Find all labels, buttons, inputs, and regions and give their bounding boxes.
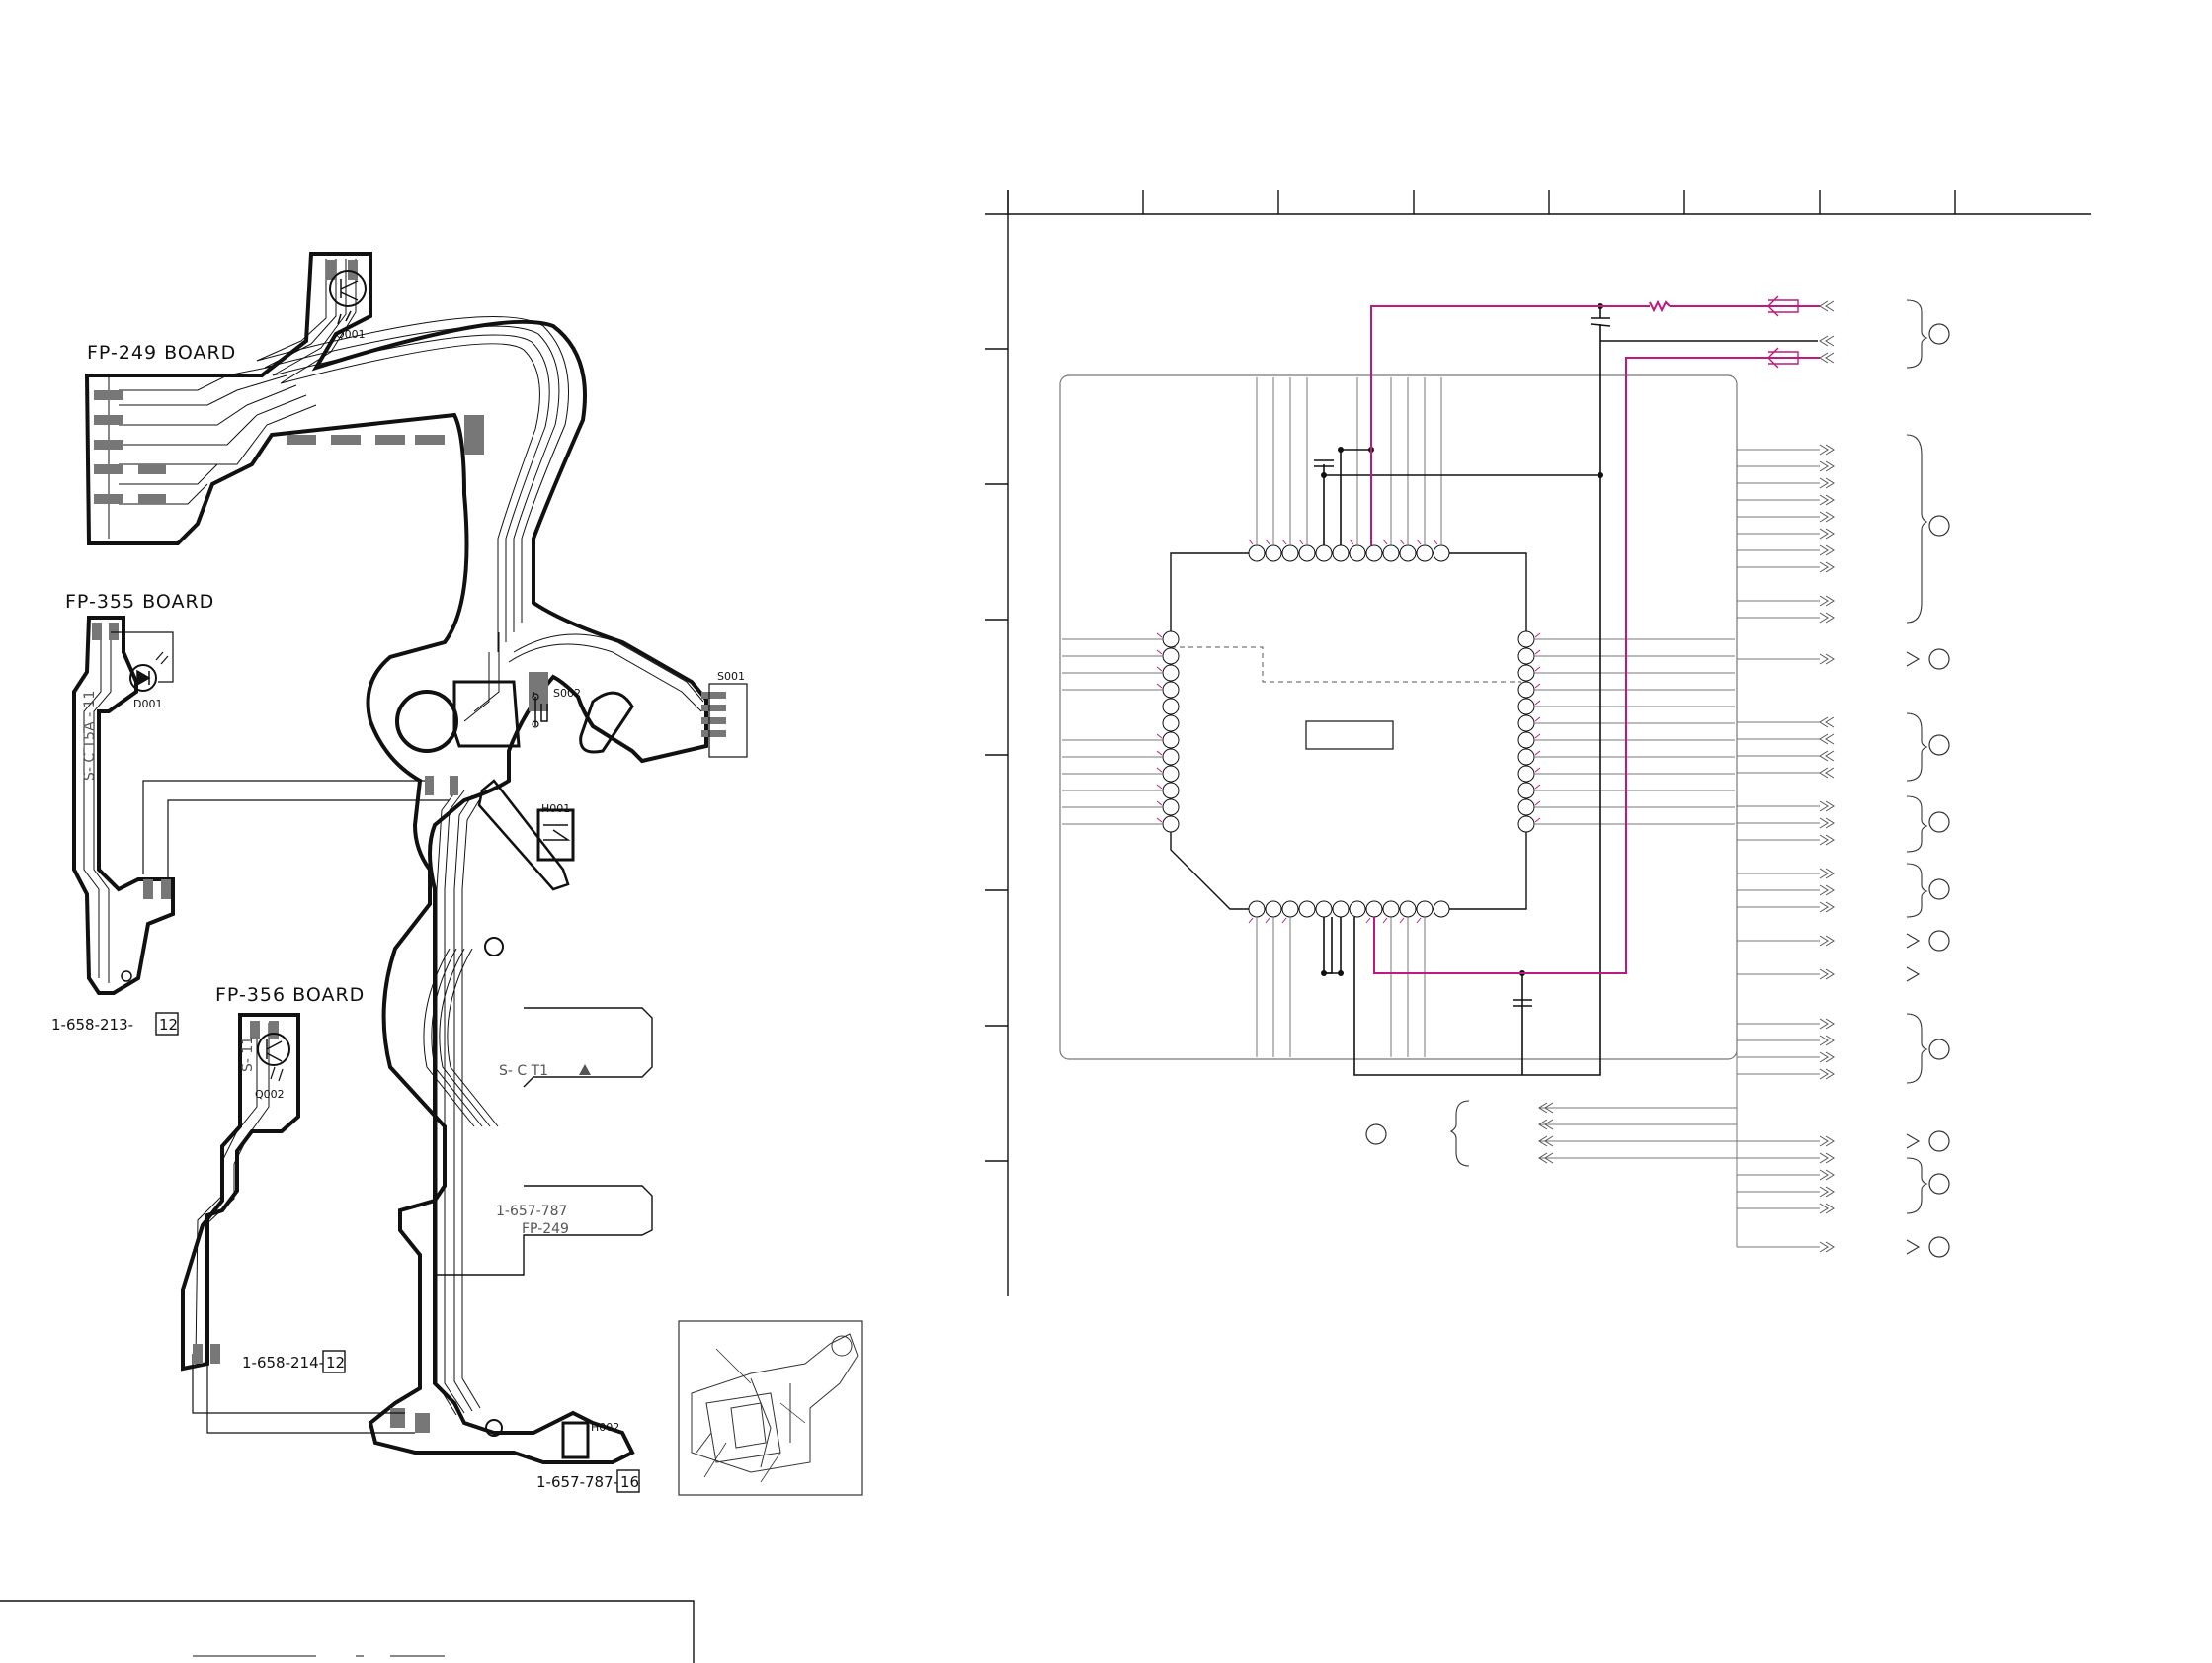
magenta-traces: [1371, 302, 1820, 973]
schematic-frame: [985, 190, 2091, 1296]
ic-pins-left: [1163, 631, 1179, 832]
switch-cutout: [454, 682, 519, 746]
fp249-silk-2: 1-657-787: [496, 1204, 567, 1219]
fp249-silk-3: FP-249: [522, 1221, 569, 1237]
fp356-rev: 12: [326, 1354, 345, 1372]
wire-fp355: [143, 781, 450, 884]
power-traces: [1314, 306, 1818, 1075]
bottom-legend-frame: [0, 1601, 694, 1663]
column-ticks: [1008, 190, 1955, 214]
h002-symbol: [563, 1423, 588, 1457]
fp355-part-no: 1-658-213-: [51, 1016, 133, 1034]
label-q001: Q001: [336, 328, 366, 341]
label-d001: D001: [133, 698, 162, 710]
ic-body: [1171, 553, 1526, 909]
fp356-silk: S- 11: [240, 1037, 256, 1072]
silk-triangle: [579, 1064, 591, 1075]
fp355-silk: S- C T5A - 11: [82, 691, 98, 781]
fp356-title: FP-356 BOARD: [215, 984, 365, 1006]
label-s002: S002: [553, 687, 581, 700]
fp249-part-no: 1-657-787-: [536, 1473, 618, 1491]
label-q002: Q002: [255, 1088, 285, 1101]
ic-pins-top: [1249, 545, 1449, 561]
label-h001: H001: [541, 802, 570, 815]
label-s001: S001: [717, 670, 745, 683]
camera-inset: [679, 1321, 862, 1495]
mount-hole-large: [397, 692, 456, 751]
ic-pins-bottom: [1249, 901, 1449, 917]
input-arrows-top: [1820, 301, 1834, 363]
ic-dashed: [1171, 647, 1521, 682]
mount-hole-small: [485, 938, 503, 956]
ic-label-box: [1306, 721, 1393, 749]
fp355-rev: 12: [159, 1016, 178, 1034]
fp249-silk-1: S- C T1: [499, 1063, 548, 1079]
label-h002: H002: [591, 1421, 619, 1434]
fp249-rev: 16: [620, 1473, 639, 1491]
pin-markers: [1157, 540, 1540, 923]
slot-lower: [479, 781, 568, 889]
row-ticks: [985, 349, 1008, 1161]
fp355-board: [74, 618, 173, 993]
fp355-title: FP-355 BOARD: [65, 591, 214, 613]
fp249-pads: [94, 260, 726, 1433]
output-arrows: [1539, 445, 1834, 1252]
fp249-title: FP-249 BOARD: [87, 342, 236, 364]
ic-pins-right: [1518, 631, 1534, 832]
h001-symbol: [538, 810, 573, 860]
flex-box: [1060, 375, 1737, 1059]
fp356-part-no: 1-658-214-: [242, 1354, 324, 1372]
